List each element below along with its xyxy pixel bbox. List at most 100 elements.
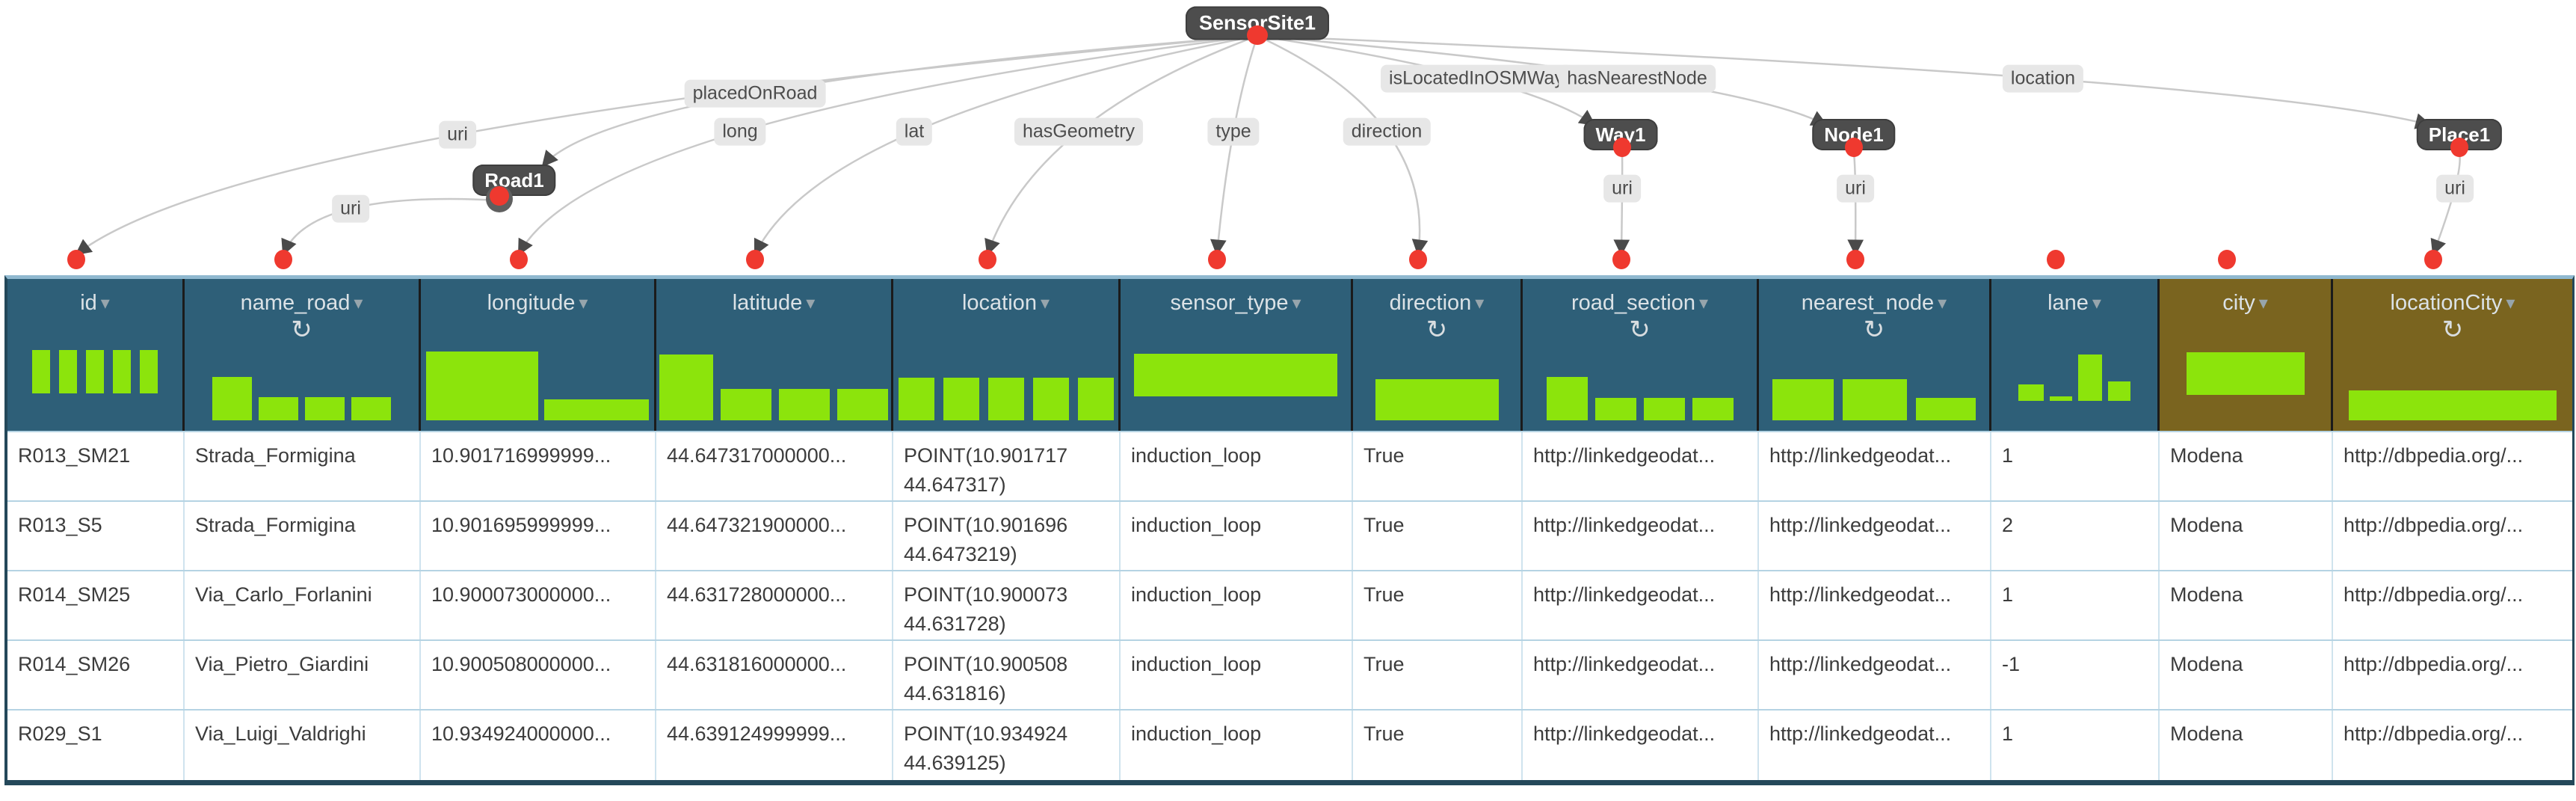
histogram-bar (2186, 352, 2305, 395)
histogram-bar (1594, 398, 1636, 420)
edge-label-uri[interactable]: uri (332, 194, 369, 223)
cell-locationCity: http://dbpedia.org/... (2344, 653, 2524, 675)
column-dropdown-caret-icon[interactable]: ▾ (1475, 292, 1485, 313)
column-dropdown-caret-icon[interactable]: ▾ (100, 292, 110, 313)
column-header-city[interactable]: city▾ (2160, 279, 2333, 431)
histogram-bar (1692, 398, 1734, 420)
edge-label-direction[interactable]: direction (1343, 117, 1431, 146)
refresh-icon[interactable]: ↻ (1426, 316, 1448, 345)
column-dropdown-caret-icon[interactable]: ▾ (806, 292, 816, 313)
histogram-bar (943, 378, 979, 420)
anchor-dot[interactable] (746, 250, 764, 269)
column-label: lane (2047, 291, 2089, 315)
column-header-location[interactable]: location▾ (893, 279, 1121, 431)
anchor-dot[interactable] (67, 250, 85, 269)
column-header-road_section[interactable]: road_section▾↻ (1523, 279, 1759, 431)
column-dropdown-caret-icon[interactable]: ▾ (2258, 292, 2268, 313)
edge-label-isLocatedInOSMWay[interactable]: isLocatedInOSMWay (1381, 64, 1572, 93)
anchor-dot[interactable] (1409, 250, 1427, 269)
column-dropdown-caret-icon[interactable]: ▾ (1938, 292, 1947, 313)
histogram-bar (2018, 384, 2044, 401)
anchor-dot[interactable] (490, 186, 509, 206)
column-dropdown-caret-icon[interactable]: ▾ (354, 292, 363, 313)
cell-city: Modena (2160, 571, 2333, 639)
anchor-dot[interactable] (1845, 138, 1863, 157)
histogram-bar (351, 397, 391, 420)
edge-label-location[interactable]: location (2002, 64, 2084, 93)
anchor-dot[interactable] (1846, 250, 1864, 269)
cell-lane: 1 (1991, 432, 2160, 500)
anchor-dot[interactable] (1247, 25, 1268, 45)
column-label: locationCity (2390, 291, 2503, 315)
histogram-bar (2078, 355, 2102, 401)
column-header-id[interactable]: id▾ (7, 279, 185, 431)
histogram-bar (779, 389, 830, 420)
edge-label-lat[interactable]: lat (896, 117, 933, 146)
class-node-Road1[interactable]: Road1 (472, 165, 556, 196)
edge-label-placedOnRoad[interactable]: placedOnRoad (684, 79, 826, 108)
column-label: longitude (487, 291, 576, 315)
graph-edge-uri (1613, 153, 1630, 257)
edge-label-uri[interactable]: uri (1603, 174, 1641, 203)
edge-label-hasGeometry[interactable]: hasGeometry (1014, 117, 1144, 146)
anchor-dot[interactable] (1613, 138, 1631, 157)
column-header-latitude[interactable]: latitude▾ (656, 279, 893, 431)
anchor-dot[interactable] (274, 250, 292, 269)
anchor-dot[interactable] (2424, 250, 2442, 269)
cell-locationCity: http://dbpedia.org/... (2344, 514, 2524, 536)
histogram-bar (987, 378, 1024, 420)
column-label: sensor_type (1170, 291, 1289, 315)
edge-label-uri[interactable]: uri (2436, 174, 2474, 203)
column-dropdown-caret-icon[interactable]: ▾ (2506, 292, 2515, 313)
cell-latitude: 44.639124999999... (656, 711, 893, 780)
edge-label-uri[interactable]: uri (1837, 174, 1874, 203)
cell-city: Modena (2160, 502, 2333, 570)
column-histogram (421, 352, 654, 420)
column-header-direction[interactable]: direction▾↻ (1353, 279, 1523, 431)
column-header-sensor_type[interactable]: sensor_type▾ (1121, 279, 1353, 431)
column-dropdown-caret-icon[interactable]: ▾ (579, 292, 588, 313)
refresh-icon[interactable]: ↻ (291, 316, 312, 345)
edge-label-type[interactable]: type (1207, 117, 1260, 146)
anchor-dot[interactable] (1612, 250, 1630, 269)
column-dropdown-caret-icon[interactable]: ▾ (2092, 292, 2101, 313)
column-header-locationCity[interactable]: locationCity▾ ↻ (2333, 279, 2572, 431)
anchor-dot[interactable] (1208, 250, 1226, 269)
refresh-icon[interactable]: ↻ (1629, 316, 1651, 345)
column-dropdown-caret-icon[interactable]: ▾ (1040, 292, 1050, 313)
cell-road_section: http://linkedgeodat... (1523, 432, 1759, 500)
column-header-longitude[interactable]: longitude▾ (421, 279, 656, 431)
histogram-bar (426, 352, 538, 420)
cell-longitude: 10.934924000000... (421, 711, 656, 780)
cell-sensor_type: induction_loop (1121, 711, 1353, 780)
cell-location: POINT(10.900508 44.631816) (893, 641, 1121, 709)
edge-label-uri[interactable]: uri (439, 120, 476, 149)
refresh-icon[interactable]: ↻ (2441, 316, 2464, 345)
column-dropdown-caret-icon[interactable]: ▾ (1699, 292, 1709, 313)
graph-edge-uri (2430, 153, 2461, 257)
edge-label-long[interactable]: long (714, 117, 766, 146)
cell-road_section: http://linkedgeodat... (1523, 571, 1759, 639)
column-dropdown-caret-icon[interactable]: ▾ (1292, 292, 1301, 313)
anchor-dot[interactable] (2047, 250, 2065, 269)
cell-longitude: 10.901695999999... (421, 502, 656, 570)
anchor-dot[interactable] (979, 250, 996, 269)
worksheet-header-row: id▾name_road▾↻longitude▾latitude▾locatio… (7, 279, 2572, 431)
column-label: name_road (240, 291, 351, 315)
anchor-dot[interactable] (510, 250, 528, 269)
column-header-lane[interactable]: lane▾ (1991, 279, 2160, 431)
column-header-name_road[interactable]: name_road▾ ↻ (185, 279, 421, 431)
column-header-nearest_node[interactable]: nearest_node▾ ↻ (1759, 279, 1991, 431)
cell-locationCity: http://dbpedia.org/... (2344, 583, 2524, 606)
cell-road_section: http://linkedgeodat... (1523, 502, 1759, 570)
graph-edge-long (517, 34, 1258, 256)
refresh-icon[interactable]: ↻ (1863, 316, 1885, 345)
cell-lane: 1 (1991, 711, 2160, 780)
column-label: nearest_node (1801, 291, 1935, 315)
anchor-dot[interactable] (2218, 250, 2236, 269)
anchor-dot[interactable] (2450, 138, 2468, 157)
edge-label-hasNearestNode[interactable]: hasNearestNode (1559, 64, 1716, 93)
